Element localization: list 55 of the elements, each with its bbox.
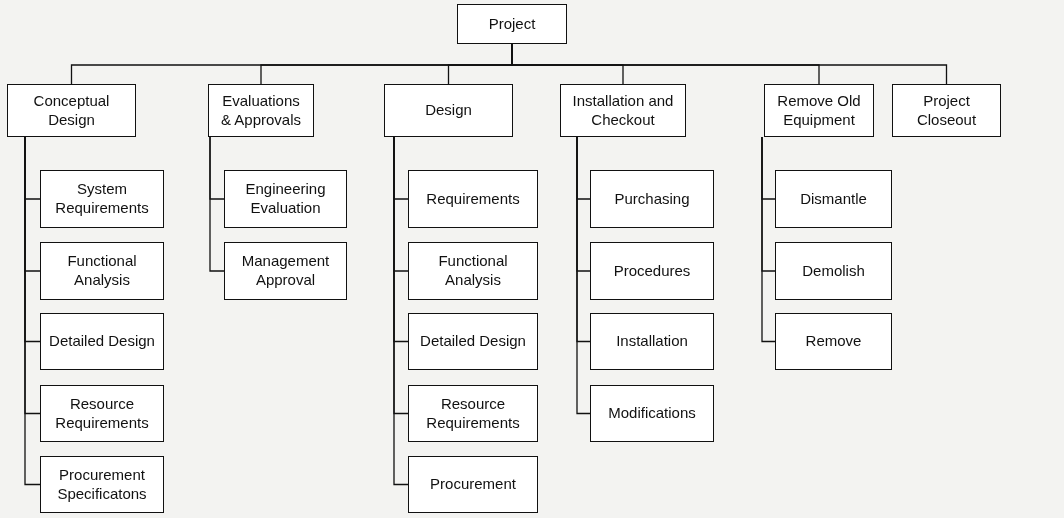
wbs-box [384,84,513,137]
connector-line [761,136,776,343]
wbs-box [764,84,874,137]
wbs-box [40,313,164,370]
box-label: Project [488,14,536,34]
box-label: Resource Requirements [425,394,521,433]
wbs-box [408,242,538,300]
wbs-box [224,242,347,300]
wbs-box [457,4,567,44]
wbs-box [40,385,164,442]
wbs-box [408,456,538,513]
box-label: Requirements [426,189,520,209]
box-label: Demolish [802,261,865,281]
box-label: Installation [616,332,688,351]
box-label: Functional Analysis [437,252,509,290]
wbs-box [40,170,164,228]
wbs-box [7,84,136,137]
connector-line [209,136,225,272]
box-label: Functional Analysis [66,252,138,290]
box-label: Engineering Evaluation [244,180,327,218]
box-label: Procurement [430,475,516,494]
box-label: Remove Old Equipment [776,91,862,130]
wbs-box [590,385,714,442]
box-label: Resource Requirements [54,394,150,433]
box-label: Remove [805,332,862,351]
box-label: Management Approval [240,252,331,290]
wbs-box [590,313,714,370]
box-label: Dismantle [800,189,867,209]
box-label: Design [425,101,472,120]
wbs-box [775,170,892,228]
wbs-box [408,385,538,442]
box-label: Conceptual Design [32,91,111,130]
wbs-box [590,242,714,300]
box-label: System Requirements [54,180,150,218]
box-label: Detailed Design [49,332,155,351]
wbs-box [40,456,164,513]
wbs-box [408,313,538,370]
box-label: Evaluations & Approvals [219,91,302,130]
wbs-box [590,170,714,228]
wbs-box [208,84,314,137]
wbs-box [224,170,347,228]
wbs-box [892,84,1001,137]
wbs-box [408,170,538,228]
box-label: Project Closeout [915,91,978,130]
wbs-box [40,242,164,300]
wbs-box [560,84,686,137]
box-label: Installation and Checkout [571,91,675,130]
box-label: Procedures [613,261,691,281]
wbs-box [775,313,892,370]
box-label: Detailed Design [420,332,526,351]
wbs-box [775,242,892,300]
connector-line [576,136,591,415]
box-label: Purchasing [614,189,690,209]
box-label: Modifications [608,404,696,423]
box-label: Procurement Specificatons [56,465,148,504]
